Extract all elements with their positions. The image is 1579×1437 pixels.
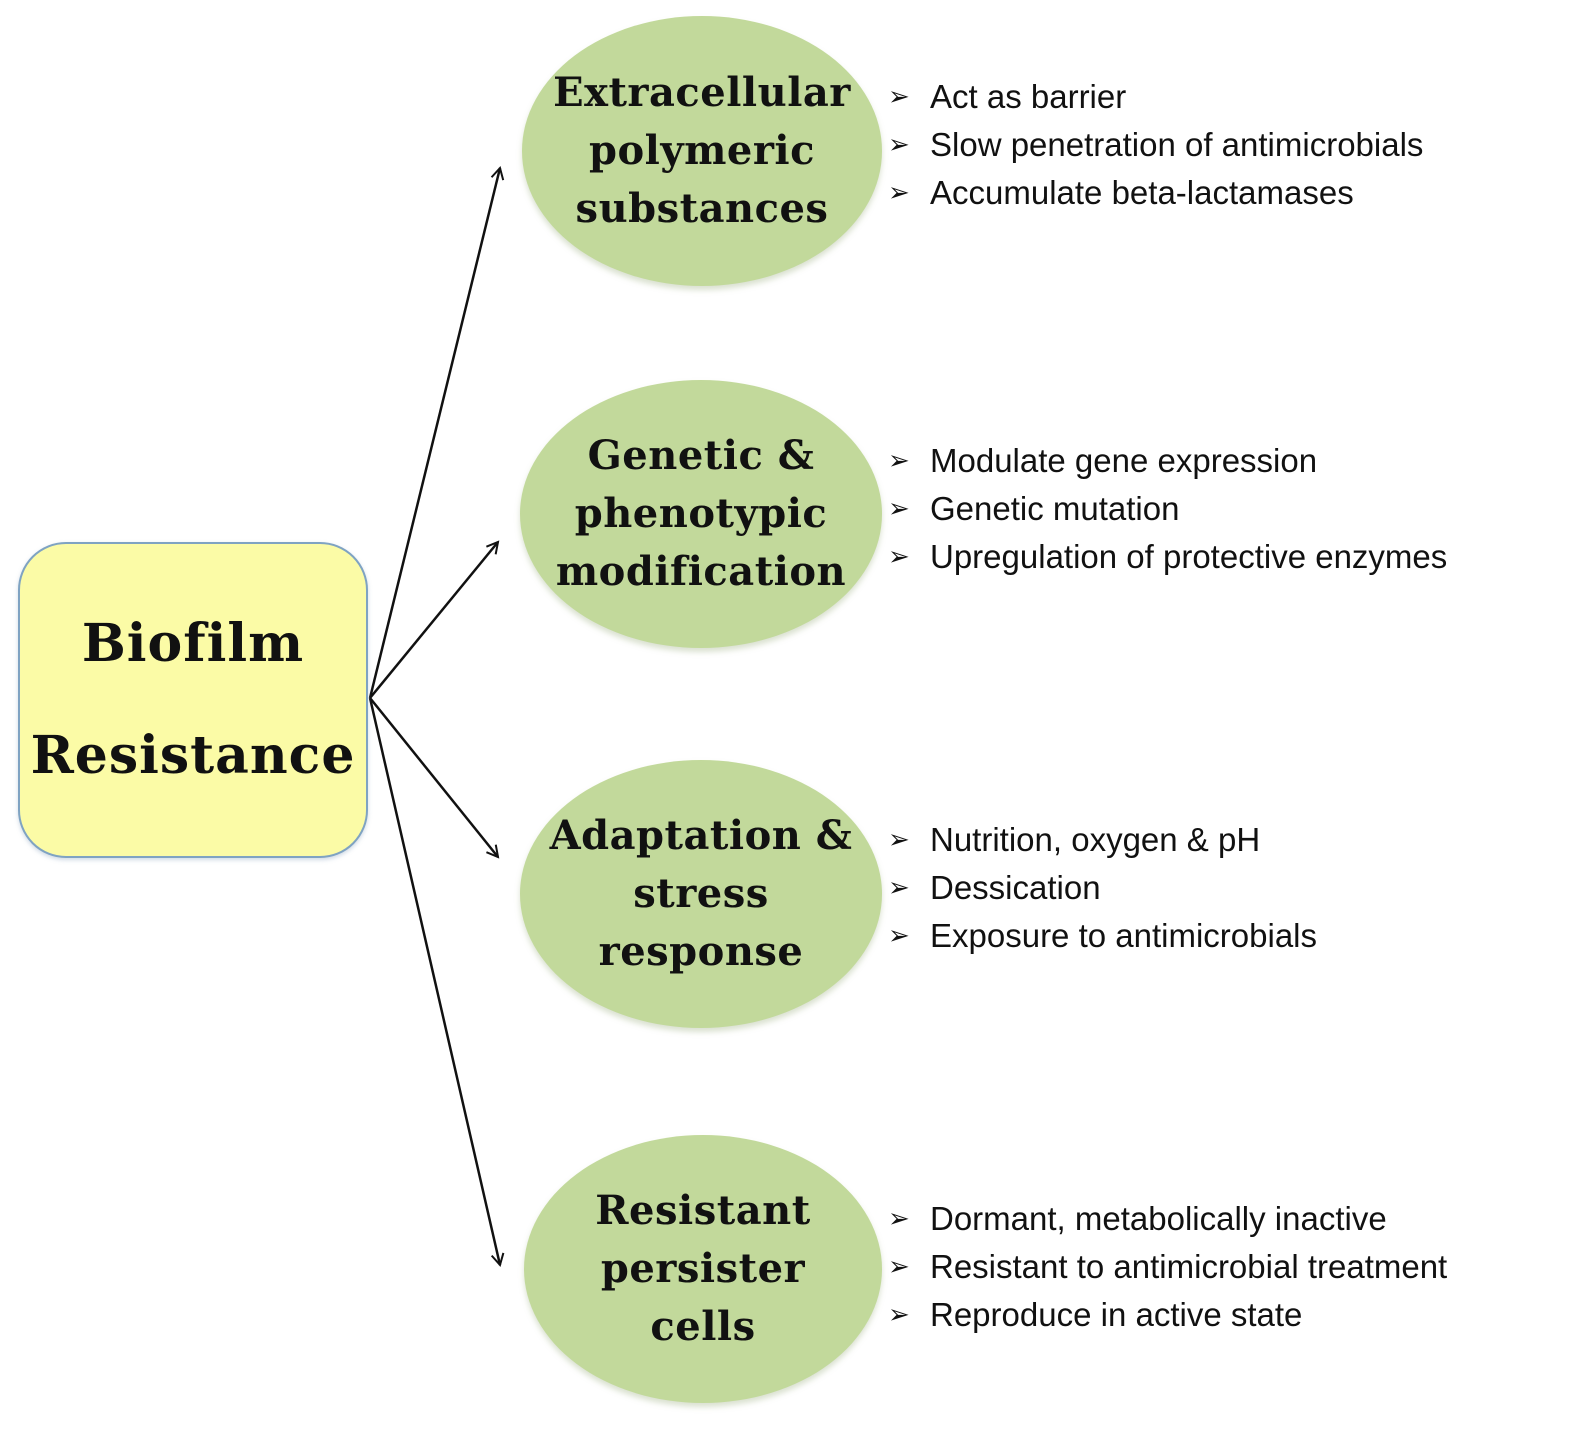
- bullet-text: Exposure to antimicrobials: [930, 917, 1318, 954]
- bullet-list-adaptation: ➢ Nutrition, oxygen & pH ➢ Dessication ➢ Ex…: [888, 816, 1317, 960]
- bullet-text: Reproduce in active state: [930, 1296, 1303, 1333]
- list-item: ➢ Dormant, metabolically inactive: [888, 1195, 1447, 1243]
- node-label-line: stress: [633, 870, 769, 917]
- bullet-text: Accumulate beta-lactamases: [930, 174, 1354, 211]
- bullet-text: Genetic mutation: [930, 490, 1180, 527]
- list-item: ➢ Genetic mutation: [888, 485, 1447, 533]
- list-item: ➢ Reproduce in active state: [888, 1291, 1447, 1339]
- arrowhead-bullet-icon: ➢: [888, 130, 910, 160]
- node-label-line: persister: [600, 1245, 806, 1292]
- bullet-text: Dormant, metabolically inactive: [930, 1200, 1387, 1237]
- list-item: ➢ Slow penetration of antimicrobials: [888, 121, 1423, 169]
- list-item: ➢ Accumulate beta-lactamases: [888, 169, 1423, 217]
- bullet-text: Modulate gene expression: [930, 442, 1318, 479]
- bullet-list-extracellular: ➢ Act as barrier ➢ Slow penetration of ant…: [888, 73, 1423, 217]
- arrowhead-bullet-icon: ➢: [888, 1204, 910, 1234]
- node-label-line: substances: [575, 185, 829, 232]
- node-resistant-persister-cells: Resistant persister cells: [524, 1135, 882, 1403]
- node-genetic-phenotypic-modification: Genetic & phenotypic modification: [520, 380, 882, 648]
- node-label-line: polymeric: [589, 127, 815, 174]
- node-label-line: Extracellular: [553, 69, 851, 116]
- list-item: ➢ Upregulation of protective enzymes: [888, 533, 1447, 581]
- arrowhead-bullet-icon: ➢: [888, 82, 910, 112]
- bullet-text: Act as barrier: [930, 78, 1127, 115]
- root-label-line-1: Biofilm: [81, 613, 305, 674]
- node-label-line: response: [598, 928, 804, 975]
- arrowhead-bullet-icon: ➢: [888, 1300, 910, 1330]
- root-node-biofilm-resistance: Biofilm Resistance: [18, 542, 368, 858]
- node-adaptation-stress-response: Adaptation & stress response: [520, 760, 882, 1028]
- bullet-list-genetic: ➢ Modulate gene expression ➢ Genetic mutat…: [888, 437, 1447, 581]
- bullet-text: Upregulation of protective enzymes: [930, 538, 1448, 575]
- node-label-line: modification: [555, 548, 847, 595]
- list-item: ➢ Dessication: [888, 864, 1317, 912]
- arrowhead-bullet-icon: ➢: [888, 873, 910, 903]
- arrowhead-bullet-icon: ➢: [888, 178, 910, 208]
- arrow-to-persister: [368, 697, 500, 1265]
- bullet-text: Nutrition, oxygen & pH: [930, 821, 1261, 858]
- arrow-to-genetic: [369, 542, 498, 699]
- arrow-to-adaptation: [369, 697, 498, 857]
- node-extracellular-polymeric-substances: Extracellular polymeric substances: [522, 16, 882, 286]
- arrowhead-bullet-icon: ➢: [888, 921, 910, 951]
- arrow-to-extracellular: [368, 168, 500, 699]
- node-label-line: Resistant: [595, 1187, 811, 1234]
- list-item: ➢ Resistant to antimicrobial treatment: [888, 1243, 1447, 1291]
- arrowhead-bullet-icon: ➢: [888, 542, 910, 572]
- list-item: ➢ Act as barrier: [888, 73, 1423, 121]
- node-label-line: Adaptation &: [549, 812, 853, 859]
- list-item: ➢ Nutrition, oxygen & pH: [888, 816, 1317, 864]
- list-item: ➢ Exposure to antimicrobials: [888, 912, 1317, 960]
- root-label-line-2: Resistance: [30, 725, 356, 786]
- node-label-line: Genetic &: [587, 432, 815, 479]
- arrowhead-bullet-icon: ➢: [888, 825, 910, 855]
- bullet-text: Slow penetration of antimicrobials: [930, 126, 1424, 163]
- bullet-text: Dessication: [930, 869, 1101, 906]
- arrowhead-bullet-icon: ➢: [888, 446, 910, 476]
- node-label-line: phenotypic: [574, 490, 828, 537]
- bullet-list-persister: ➢ Dormant, metabolically inactive ➢ Resist…: [888, 1195, 1447, 1339]
- bullet-text: Resistant to antimicrobial treatment: [930, 1248, 1448, 1285]
- arrowhead-bullet-icon: ➢: [888, 494, 910, 524]
- arrowhead-bullet-icon: ➢: [888, 1252, 910, 1282]
- list-item: ➢ Modulate gene expression: [888, 437, 1447, 485]
- node-label-line: cells: [650, 1303, 756, 1350]
